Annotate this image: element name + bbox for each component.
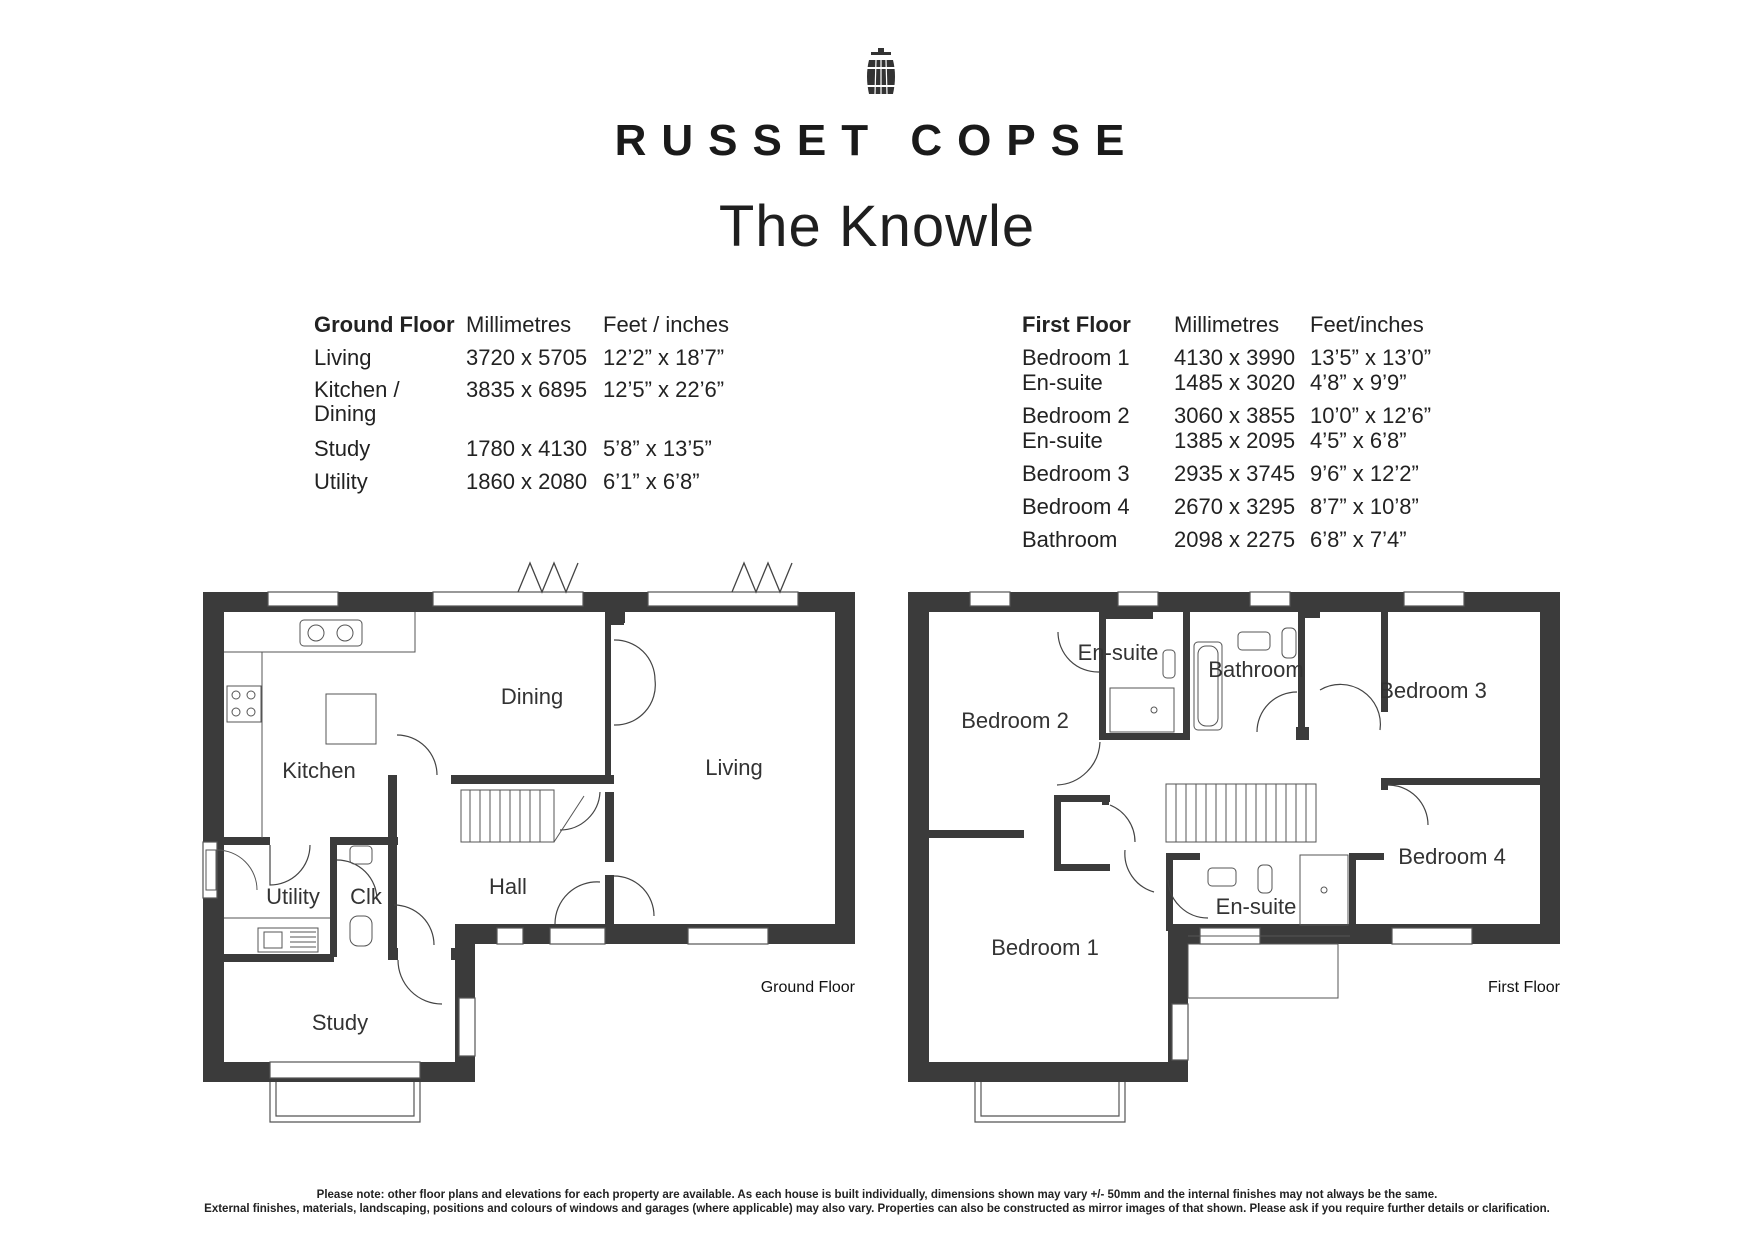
room-name: Bedroom 1 xyxy=(1022,345,1130,370)
room-name: Study xyxy=(314,436,371,461)
room-label-ensuite-b: En-suite xyxy=(1216,894,1297,919)
room-label-ensuite-a: En-suite xyxy=(1078,640,1159,665)
ground-floor-schedule: Ground Floor Millimetres Feet / inches L… xyxy=(314,312,753,502)
first-bathroom-fittings xyxy=(1109,627,1350,999)
room-label-bathroom: Bathroom xyxy=(1208,657,1303,682)
schedule-header: Millimetres xyxy=(466,312,572,337)
room-label-bedroom2: Bedroom 2 xyxy=(961,708,1069,733)
room-name: Living xyxy=(314,345,372,370)
first-floor-schedule: First Floor Millimetres Feet/inches Bedr… xyxy=(1022,312,1460,560)
ground-staircase xyxy=(460,789,585,843)
room-ft: 4’8” x 9’9” xyxy=(1310,370,1407,395)
first-internal-walls xyxy=(929,612,1540,934)
table-row: Bathroom 2098 x 2275 6’8” x 7’4” xyxy=(1022,527,1460,560)
room-ft: 10’0” x 12’6” xyxy=(1310,403,1432,428)
first-floor-label: First Floor xyxy=(1488,979,1561,996)
disclaimer-note: Please note: other floor plans and eleva… xyxy=(0,1188,1754,1216)
ground-windows xyxy=(202,591,799,1079)
room-mm: 1485 x 3020 xyxy=(1174,370,1296,395)
table-row: Kitchen / Dining 3835 x 6895 12’5” x 22’… xyxy=(314,378,753,436)
room-mm: 4130 x 3990 xyxy=(1174,345,1296,370)
room-name: Bedroom 4 xyxy=(1022,494,1130,519)
first-door-swings xyxy=(1056,631,1429,919)
schedule-header: Millimetres xyxy=(1174,312,1280,337)
table-row: Living 3720 x 5705 12’2” x 18’7” xyxy=(314,345,753,378)
room-ft: 6’8” x 7’4” xyxy=(1310,527,1407,552)
room-label-bedroom4: Bedroom 4 xyxy=(1398,844,1506,869)
room-mm: 3060 x 3855 xyxy=(1174,403,1296,428)
room-label-utility: Utility xyxy=(266,884,320,909)
schedule-header: Feet / inches xyxy=(603,312,729,337)
table-row: Bedroom 3 2935 x 3745 9’6” x 12’2” xyxy=(1022,461,1460,494)
room-ft: 9’6” x 12’2” xyxy=(1310,461,1419,486)
room-label-kitchen: Kitchen xyxy=(282,758,355,783)
room-ft: 12’2” x 18’7” xyxy=(603,345,725,370)
room-name: En-suite xyxy=(1022,428,1103,453)
schedule-header: Feet/inches xyxy=(1310,312,1424,337)
ground-floor-plan: Dining Kitchen Living Utility Clk Hall S… xyxy=(202,561,856,1123)
room-ft: 5’8” x 13’5” xyxy=(603,436,712,461)
kitchen-fittings xyxy=(205,612,416,953)
room-ft: 12’5” x 22’6” xyxy=(603,377,725,402)
room-name: Kitchen / Dining xyxy=(314,377,400,426)
room-ft: 6’1” x 6’8” xyxy=(603,469,700,494)
room-label-bedroom1: Bedroom 1 xyxy=(991,935,1099,960)
room-ft: 13’5” x 13’0” xyxy=(1310,345,1432,370)
room-name: Bathroom xyxy=(1022,527,1118,552)
room-name: Bedroom 3 xyxy=(1022,461,1130,486)
ground-floor-label: Ground Floor xyxy=(761,979,856,996)
ground-outer-walls xyxy=(203,592,855,1082)
brand-title: RUSSET COPSE xyxy=(614,116,1140,165)
disclaimer-line: External finishes, materials, landscapin… xyxy=(204,1203,1550,1215)
house-name: The Knowle xyxy=(718,194,1036,259)
room-mm: 2935 x 3745 xyxy=(1174,461,1296,486)
room-label-living: Living xyxy=(705,755,762,780)
room-label-hall: Hall xyxy=(489,874,527,899)
room-ft: 4’5” x 6’8” xyxy=(1310,428,1407,453)
ground-door-swings xyxy=(269,639,656,1005)
room-mm: 1385 x 2095 xyxy=(1174,428,1296,453)
room-mm: 2098 x 2275 xyxy=(1174,527,1296,552)
table-row: Utility 1860 x 2080 6’1” x 6’8” xyxy=(314,469,753,502)
room-mm: 1780 x 4130 xyxy=(466,436,588,461)
first-staircase xyxy=(1165,783,1317,843)
bedroom1-bay-window xyxy=(974,1082,1126,1123)
study-bay-window xyxy=(269,1082,421,1123)
room-label-bedroom3: Bedroom 3 xyxy=(1379,678,1487,703)
room-mm: 2670 x 3295 xyxy=(1174,494,1296,519)
room-label-clk: Clk xyxy=(350,884,383,909)
schedule-header: Ground Floor xyxy=(314,312,455,337)
disclaimer-line: Please note: other floor plans and eleva… xyxy=(316,1189,1438,1201)
barrel-icon xyxy=(867,48,895,95)
ground-internal-walls xyxy=(224,612,624,962)
room-name: Bedroom 2 xyxy=(1022,403,1130,428)
room-ft: 8’7” x 10’8” xyxy=(1310,494,1419,519)
table-row: Bedroom 4 2670 x 3295 8’7” x 10’8” xyxy=(1022,494,1460,527)
room-label-dining: Dining xyxy=(501,684,563,709)
table-row: Study 1780 x 4130 5’8” x 13’5” xyxy=(314,436,753,469)
room-label-study: Study xyxy=(312,1010,368,1035)
room-name: Utility xyxy=(314,469,368,494)
room-name: En-suite xyxy=(1022,370,1103,395)
schedule-header: First Floor xyxy=(1022,312,1131,337)
ground-bifold-doors xyxy=(517,561,793,594)
room-mm: 3835 x 6895 xyxy=(466,377,588,402)
room-mm: 1860 x 2080 xyxy=(466,469,588,494)
first-floor-plan: En-suite Bathroom Bedroom 3 Bedroom 2 Be… xyxy=(908,591,1561,1123)
room-mm: 3720 x 5705 xyxy=(466,345,588,370)
